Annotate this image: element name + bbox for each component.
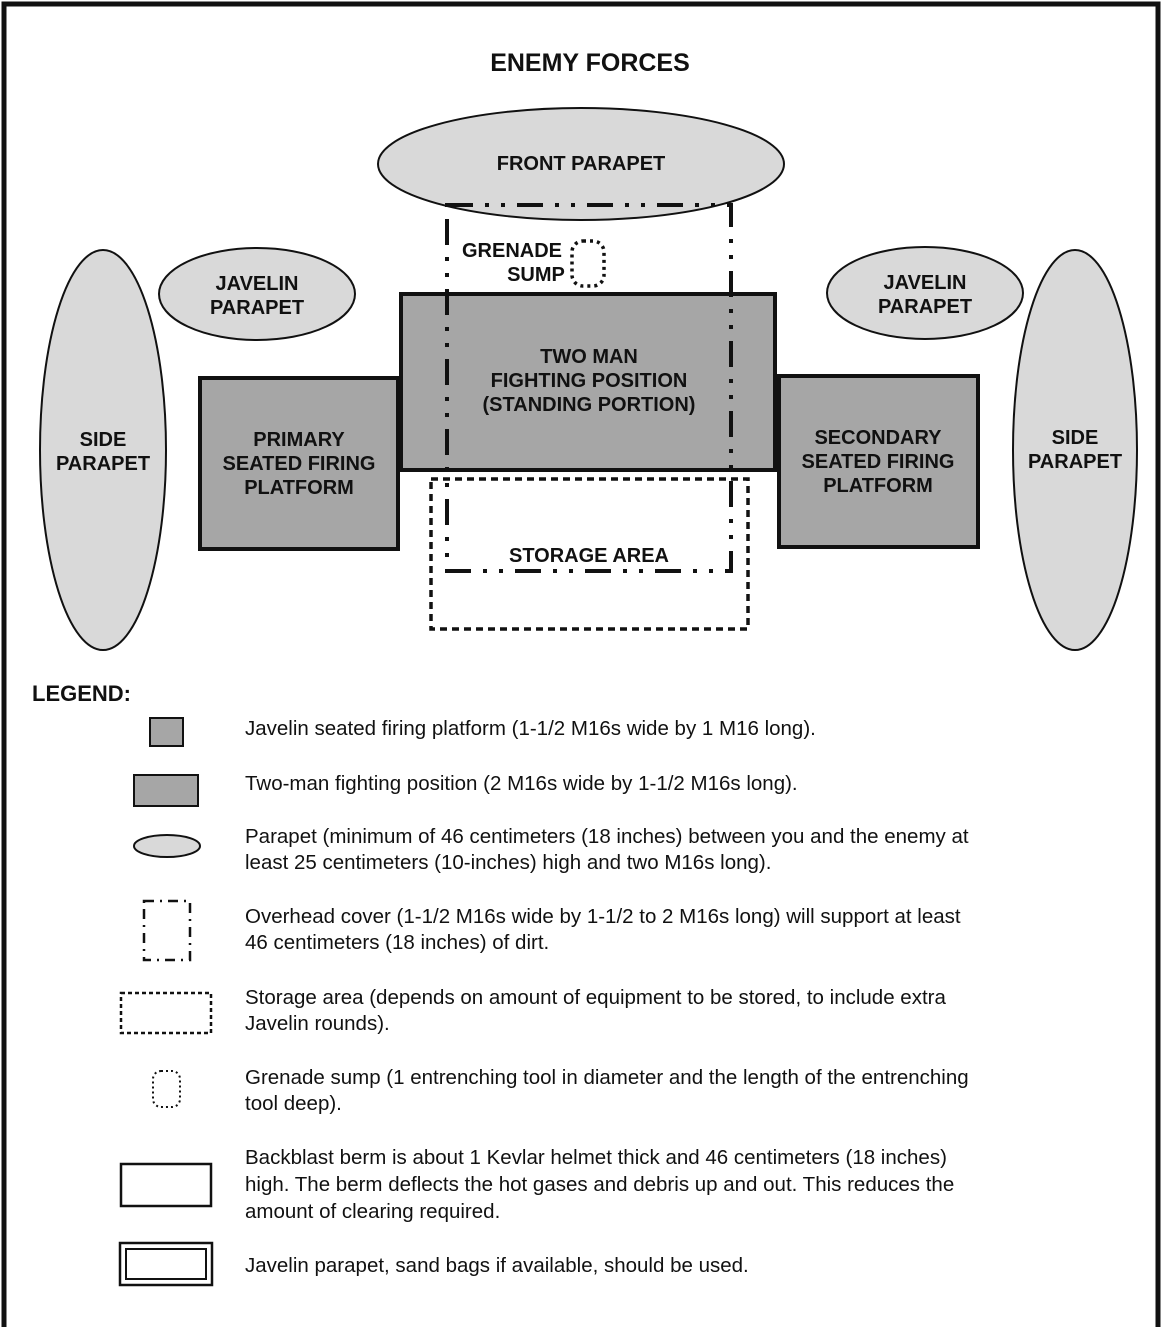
diagram-title: ENEMY FORCES: [490, 49, 690, 77]
secondary-platform-line2: SEATED FIRING: [802, 451, 955, 473]
secondary-seated-platform: [777, 374, 980, 549]
overhead-cover-outline: [445, 203, 733, 573]
legend-item-5-line1: Storage area (depends on amount of equip…: [245, 986, 946, 1009]
grenade-sump-outline: [570, 239, 606, 288]
javelin-parapet-left-line2: PARAPET: [210, 297, 304, 319]
parapet-icon: [133, 834, 201, 858]
storage-area-label: STORAGE AREA: [509, 545, 669, 567]
legend-item-8-line1: Javelin parapet, sand bags if available,…: [245, 1254, 749, 1277]
secondary-platform-line1: SECONDARY: [814, 427, 942, 449]
fighting-position-icon: [133, 774, 199, 807]
storage-area-icon: [119, 991, 213, 1035]
primary-platform-line2: SEATED FIRING: [223, 453, 376, 475]
overhead-cover-icon: [142, 899, 192, 962]
legend-item-7-line1: Backblast berm is about 1 Kevlar helmet …: [245, 1146, 947, 1169]
two-man-fighting-position: [399, 292, 777, 472]
legend-item-1-line1: Javelin seated firing platform (1-1/2 M1…: [245, 717, 816, 740]
fighting-position-line3: (STANDING PORTION): [483, 394, 696, 416]
legend-title: LEGEND:: [32, 681, 131, 706]
grenade-sump-line1: GRENADE: [462, 240, 562, 262]
javelin-parapet-icon: [118, 1241, 214, 1287]
legend-item-3-line2: least 25 centimeters (10-inches) high an…: [245, 851, 771, 874]
backblast-berm-icon: [119, 1162, 213, 1208]
legend-item-7-line2: high. The berm deflects the hot gases an…: [245, 1173, 954, 1196]
secondary-platform-line3: PLATFORM: [823, 475, 933, 497]
primary-seated-platform: [198, 376, 400, 551]
seated-platform-icon: [149, 717, 184, 747]
legend-item-7-line3: amount of clearing required.: [245, 1200, 500, 1223]
fighting-position-line1: TWO MAN: [540, 346, 638, 368]
javelin-parapet-left: [158, 247, 356, 341]
javelin-parapet-right-line1: JAVELIN: [884, 272, 967, 294]
side-parapet-right-line2: PARAPET: [1028, 451, 1122, 473]
storage-area-outline: [429, 477, 750, 631]
javelin-parapet-left-line1: JAVELIN: [216, 273, 299, 295]
fighting-position-line2: FIGHTING POSITION: [491, 370, 688, 392]
side-parapet-left: [39, 249, 167, 651]
legend-item-4-line2: 46 centimeters (18 inches) of dirt.: [245, 931, 549, 954]
primary-platform-line1: PRIMARY: [253, 429, 345, 451]
front-parapet: [377, 107, 785, 221]
legend-item-3-line1: Parapet (minimum of 46 centimeters (18 i…: [245, 825, 969, 848]
grenade-sump-icon: [152, 1070, 181, 1108]
side-parapet-left-line2: PARAPET: [56, 453, 150, 475]
side-parapet-right-line1: SIDE: [1052, 427, 1099, 449]
legend-item-2-line1: Two-man fighting position (2 M16s wide b…: [245, 772, 798, 795]
javelin-parapet-right-line2: PARAPET: [878, 296, 972, 318]
legend-item-5-line2: Javelin rounds).: [245, 1012, 390, 1035]
front-parapet-label: FRONT PARAPET: [497, 153, 666, 175]
legend-item-4-line1: Overhead cover (1-1/2 M16s wide by 1-1/2…: [245, 905, 961, 928]
javelin-parapet-right: [826, 246, 1024, 340]
legend-item-6-line1: Grenade sump (1 entrenching tool in diam…: [245, 1066, 969, 1089]
legend-item-6-line2: tool deep).: [245, 1092, 342, 1115]
grenade-sump-line2: SUMP: [507, 264, 565, 286]
primary-platform-line3: PLATFORM: [244, 477, 354, 499]
side-parapet-right: [1012, 249, 1138, 651]
side-parapet-left-line1: SIDE: [80, 429, 127, 451]
